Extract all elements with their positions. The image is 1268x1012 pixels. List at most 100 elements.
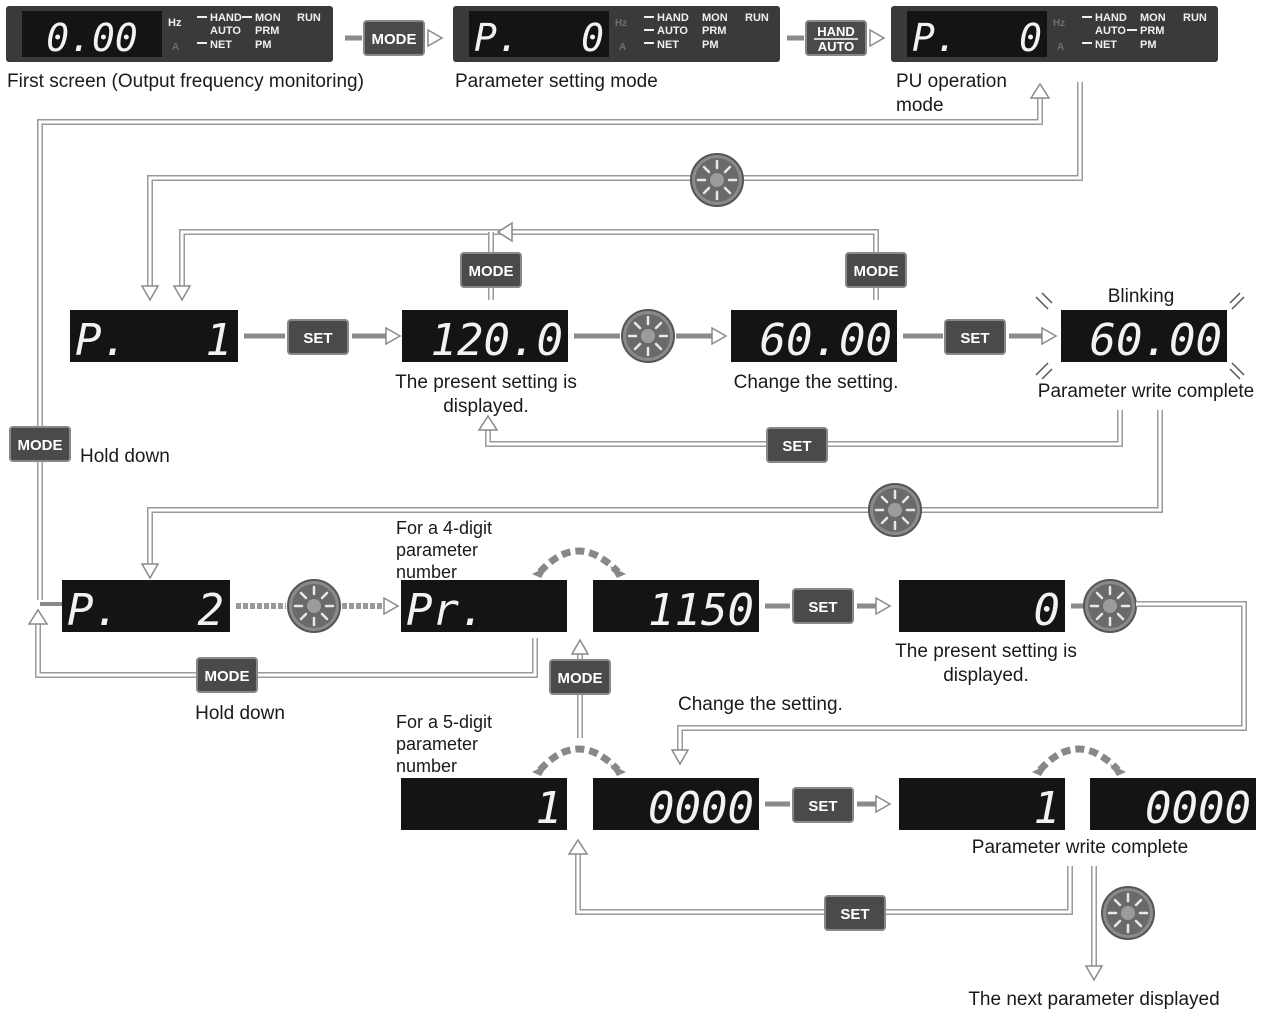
- pm-indicator: PM: [255, 39, 272, 51]
- four-digit-label-line-2: parameter: [396, 540, 478, 560]
- a-indicator: A: [619, 42, 626, 53]
- arrow-right-icon: [875, 795, 891, 813]
- display-value: 0000: [648, 783, 754, 834]
- display-upper-digit: 1: [401, 778, 567, 834]
- display-left: P.: [67, 585, 120, 636]
- arrow-down-icon: [1084, 965, 1104, 982]
- complete-caption: Parameter write complete: [1038, 381, 1254, 402]
- arrow-down-icon: [140, 563, 160, 580]
- mode-button-hold-row2[interactable]: MODE: [196, 657, 258, 693]
- set-button-label: SET: [808, 599, 837, 616]
- arrow-right-icon: [875, 597, 891, 615]
- set-button-row1-b[interactable]: SET: [944, 319, 1006, 355]
- arrow-up-icon: [570, 638, 590, 655]
- display-pr-number: 1150: [593, 580, 759, 636]
- display-value: 0: [1034, 585, 1061, 636]
- arrow-right-icon: [1041, 327, 1057, 345]
- screen-2-caption: Parameter setting mode: [455, 71, 658, 92]
- mode-return-loop: [172, 221, 879, 302]
- auto-button-label: AUTO: [818, 39, 855, 54]
- five-digit-label-line-1: For a 5-digit: [396, 712, 492, 732]
- display-p2: P. 2: [62, 580, 230, 636]
- hand-auto-button[interactable]: HAND AUTO: [805, 20, 867, 56]
- net-indicator: NET: [1095, 39, 1117, 51]
- mode-button-label: MODE: [372, 31, 417, 48]
- mon-indicator: MON: [702, 12, 728, 24]
- set-button-label: SET: [840, 906, 869, 923]
- mode-button-top[interactable]: MODE: [363, 20, 425, 56]
- mode-hold-loop: [27, 608, 538, 678]
- present-caption-line-1: The present setting is: [895, 641, 1077, 662]
- arrow-right-icon: [427, 29, 443, 47]
- set-button-row2[interactable]: SET: [792, 588, 854, 624]
- arrow-down-icon: [670, 749, 690, 766]
- hz-indicator: Hz: [615, 18, 627, 29]
- hold-down-label-2: Hold down: [195, 703, 285, 724]
- five-digit-label-line-2: parameter: [396, 734, 478, 754]
- arrow-right-icon: [610, 764, 626, 776]
- display: [469, 11, 609, 57]
- display-right: 0: [581, 16, 604, 60]
- change-caption-2: Change the setting.: [678, 694, 843, 715]
- set-button-row1-a[interactable]: SET: [287, 319, 349, 355]
- display-value: Pr.: [406, 585, 485, 636]
- screen-3-caption-line-1: PU operation: [896, 71, 1007, 92]
- mode-button-label: MODE: [469, 263, 514, 280]
- mode-button-label: MODE: [558, 670, 603, 687]
- set-button-return-2[interactable]: SET: [824, 895, 886, 931]
- display-left: P.: [912, 16, 958, 60]
- hz-indicator: Hz: [1053, 18, 1065, 29]
- hz-indicator: Hz: [168, 17, 182, 29]
- display-present-setting: 120.0: [402, 310, 568, 366]
- hand-indicator: HAND: [210, 12, 242, 24]
- hold-down-label: Hold down: [80, 446, 170, 467]
- display-value: 1150: [648, 585, 754, 636]
- hand-indicator: HAND: [657, 12, 689, 24]
- display-written-setting: 60.00: [1061, 310, 1227, 366]
- display-p1: P. 1: [70, 310, 238, 366]
- setting-dial-icon[interactable]: [689, 152, 745, 208]
- setting-dial-icon[interactable]: [1082, 578, 1138, 634]
- set-button-label: SET: [960, 330, 989, 347]
- pu-to-p1-line: [140, 82, 1083, 302]
- display-value: 0000: [1145, 783, 1251, 834]
- net-indicator: NET: [657, 39, 679, 51]
- panel-screen-2: P. 0 Hz A HAND AUTO NET MON PRM PM RUN: [453, 6, 780, 62]
- display-value: 60.00: [760, 315, 892, 366]
- alternate-display-arc: [537, 745, 621, 773]
- next-parameter-line: [1084, 866, 1104, 982]
- change-caption: Change the setting.: [734, 372, 899, 393]
- set-button-row3[interactable]: SET: [792, 787, 854, 823]
- mode-button-row1-a[interactable]: MODE: [460, 252, 522, 288]
- display: [907, 11, 1047, 57]
- setting-dial-icon[interactable]: [620, 308, 676, 364]
- set-button-label: SET: [808, 798, 837, 815]
- row2-to-row3-line: [670, 601, 1247, 766]
- setting-dial-icon[interactable]: [867, 482, 923, 538]
- pm-indicator: PM: [702, 39, 719, 51]
- mode-button-label: MODE: [18, 437, 63, 454]
- mode-button-hold-left[interactable]: MODE: [9, 426, 71, 462]
- mode-button-toggle[interactable]: MODE: [549, 659, 611, 695]
- display-right: 2: [198, 585, 225, 636]
- present-caption-line-2: displayed.: [943, 665, 1029, 686]
- screen-1-caption: First screen (Output frequency monitorin…: [7, 71, 364, 92]
- arrow-right-icon: [383, 597, 399, 615]
- row1-to-p2-line: [140, 410, 1163, 580]
- set-button-return[interactable]: SET: [766, 427, 828, 463]
- display-value: 1: [536, 783, 563, 834]
- setting-dial-icon[interactable]: [1100, 885, 1156, 941]
- arrow-left-icon: [496, 221, 513, 243]
- prm-indicator: PRM: [1140, 25, 1164, 37]
- present-caption-line-2: displayed.: [443, 396, 529, 417]
- mon-indicator: MON: [255, 12, 281, 24]
- setting-dial-icon[interactable]: [286, 578, 342, 634]
- auto-indicator: AUTO: [1095, 25, 1126, 37]
- mode-button-row1-b[interactable]: MODE: [845, 252, 907, 288]
- screen-3-caption-line-2: mode: [896, 95, 944, 116]
- arrow-right-icon: [711, 327, 727, 345]
- mode-button-label: MODE: [205, 668, 250, 685]
- hand-indicator: HAND: [1095, 12, 1127, 24]
